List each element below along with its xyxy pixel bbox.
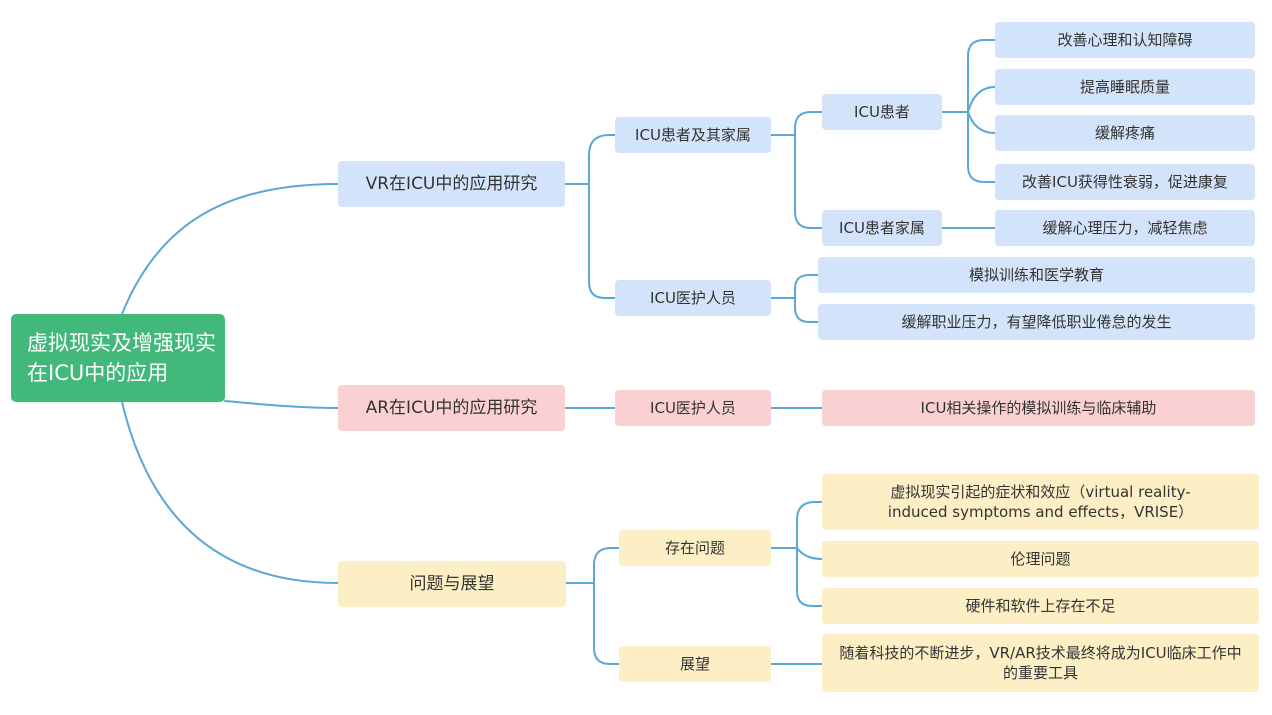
vr-staff-item-2[interactable]: 缓解职业压力，有望降低职业倦怠的发生	[818, 304, 1255, 340]
issues-problems-item-1[interactable]: 虚拟现实引起的症状和效应（virtual reality-induced sym…	[822, 474, 1259, 530]
vr-staff-item-1[interactable]: 模拟训练和医学教育	[818, 257, 1255, 293]
vr-patients-item-2[interactable]: 提高睡眠质量	[995, 69, 1255, 105]
vr-staff-node[interactable]: ICU医护人员	[615, 280, 771, 316]
vr-patients-node[interactable]: ICU患者	[822, 94, 942, 130]
root-node[interactable]: 虚拟现实及增强现实在ICU中的应用	[11, 314, 225, 402]
vr-family-node[interactable]: ICU患者家属	[822, 210, 942, 246]
ar-staff-item-1[interactable]: ICU相关操作的模拟训练与临床辅助	[822, 390, 1255, 426]
vr-patients-item-3[interactable]: 缓解疼痛	[995, 115, 1255, 151]
ar-staff-node[interactable]: ICU医护人员	[615, 390, 771, 426]
vr-family-item-1[interactable]: 缓解心理压力，减轻焦虑	[995, 210, 1255, 246]
issues-outlook-item-1[interactable]: 随着科技的不断进步，VR/AR技术最终将成为ICU临床工作中的重要工具	[822, 634, 1259, 692]
issues-problems-node[interactable]: 存在问题	[619, 530, 771, 566]
issues-branch-node[interactable]: 问题与展望	[338, 561, 566, 607]
issues-problems-item-3[interactable]: 硬件和软件上存在不足	[822, 588, 1259, 624]
vr-patients-item-4[interactable]: 改善ICU获得性衰弱，促进康复	[995, 164, 1255, 200]
ar-branch-node[interactable]: AR在ICU中的应用研究	[338, 385, 565, 431]
vr-branch-node[interactable]: VR在ICU中的应用研究	[338, 161, 565, 207]
issues-outlook-node[interactable]: 展望	[619, 646, 771, 682]
issues-problems-item-2[interactable]: 伦理问题	[822, 541, 1259, 577]
vr-patients-item-1[interactable]: 改善心理和认知障碍	[995, 22, 1255, 58]
vr-patients-family-node[interactable]: ICU患者及其家属	[615, 117, 771, 153]
